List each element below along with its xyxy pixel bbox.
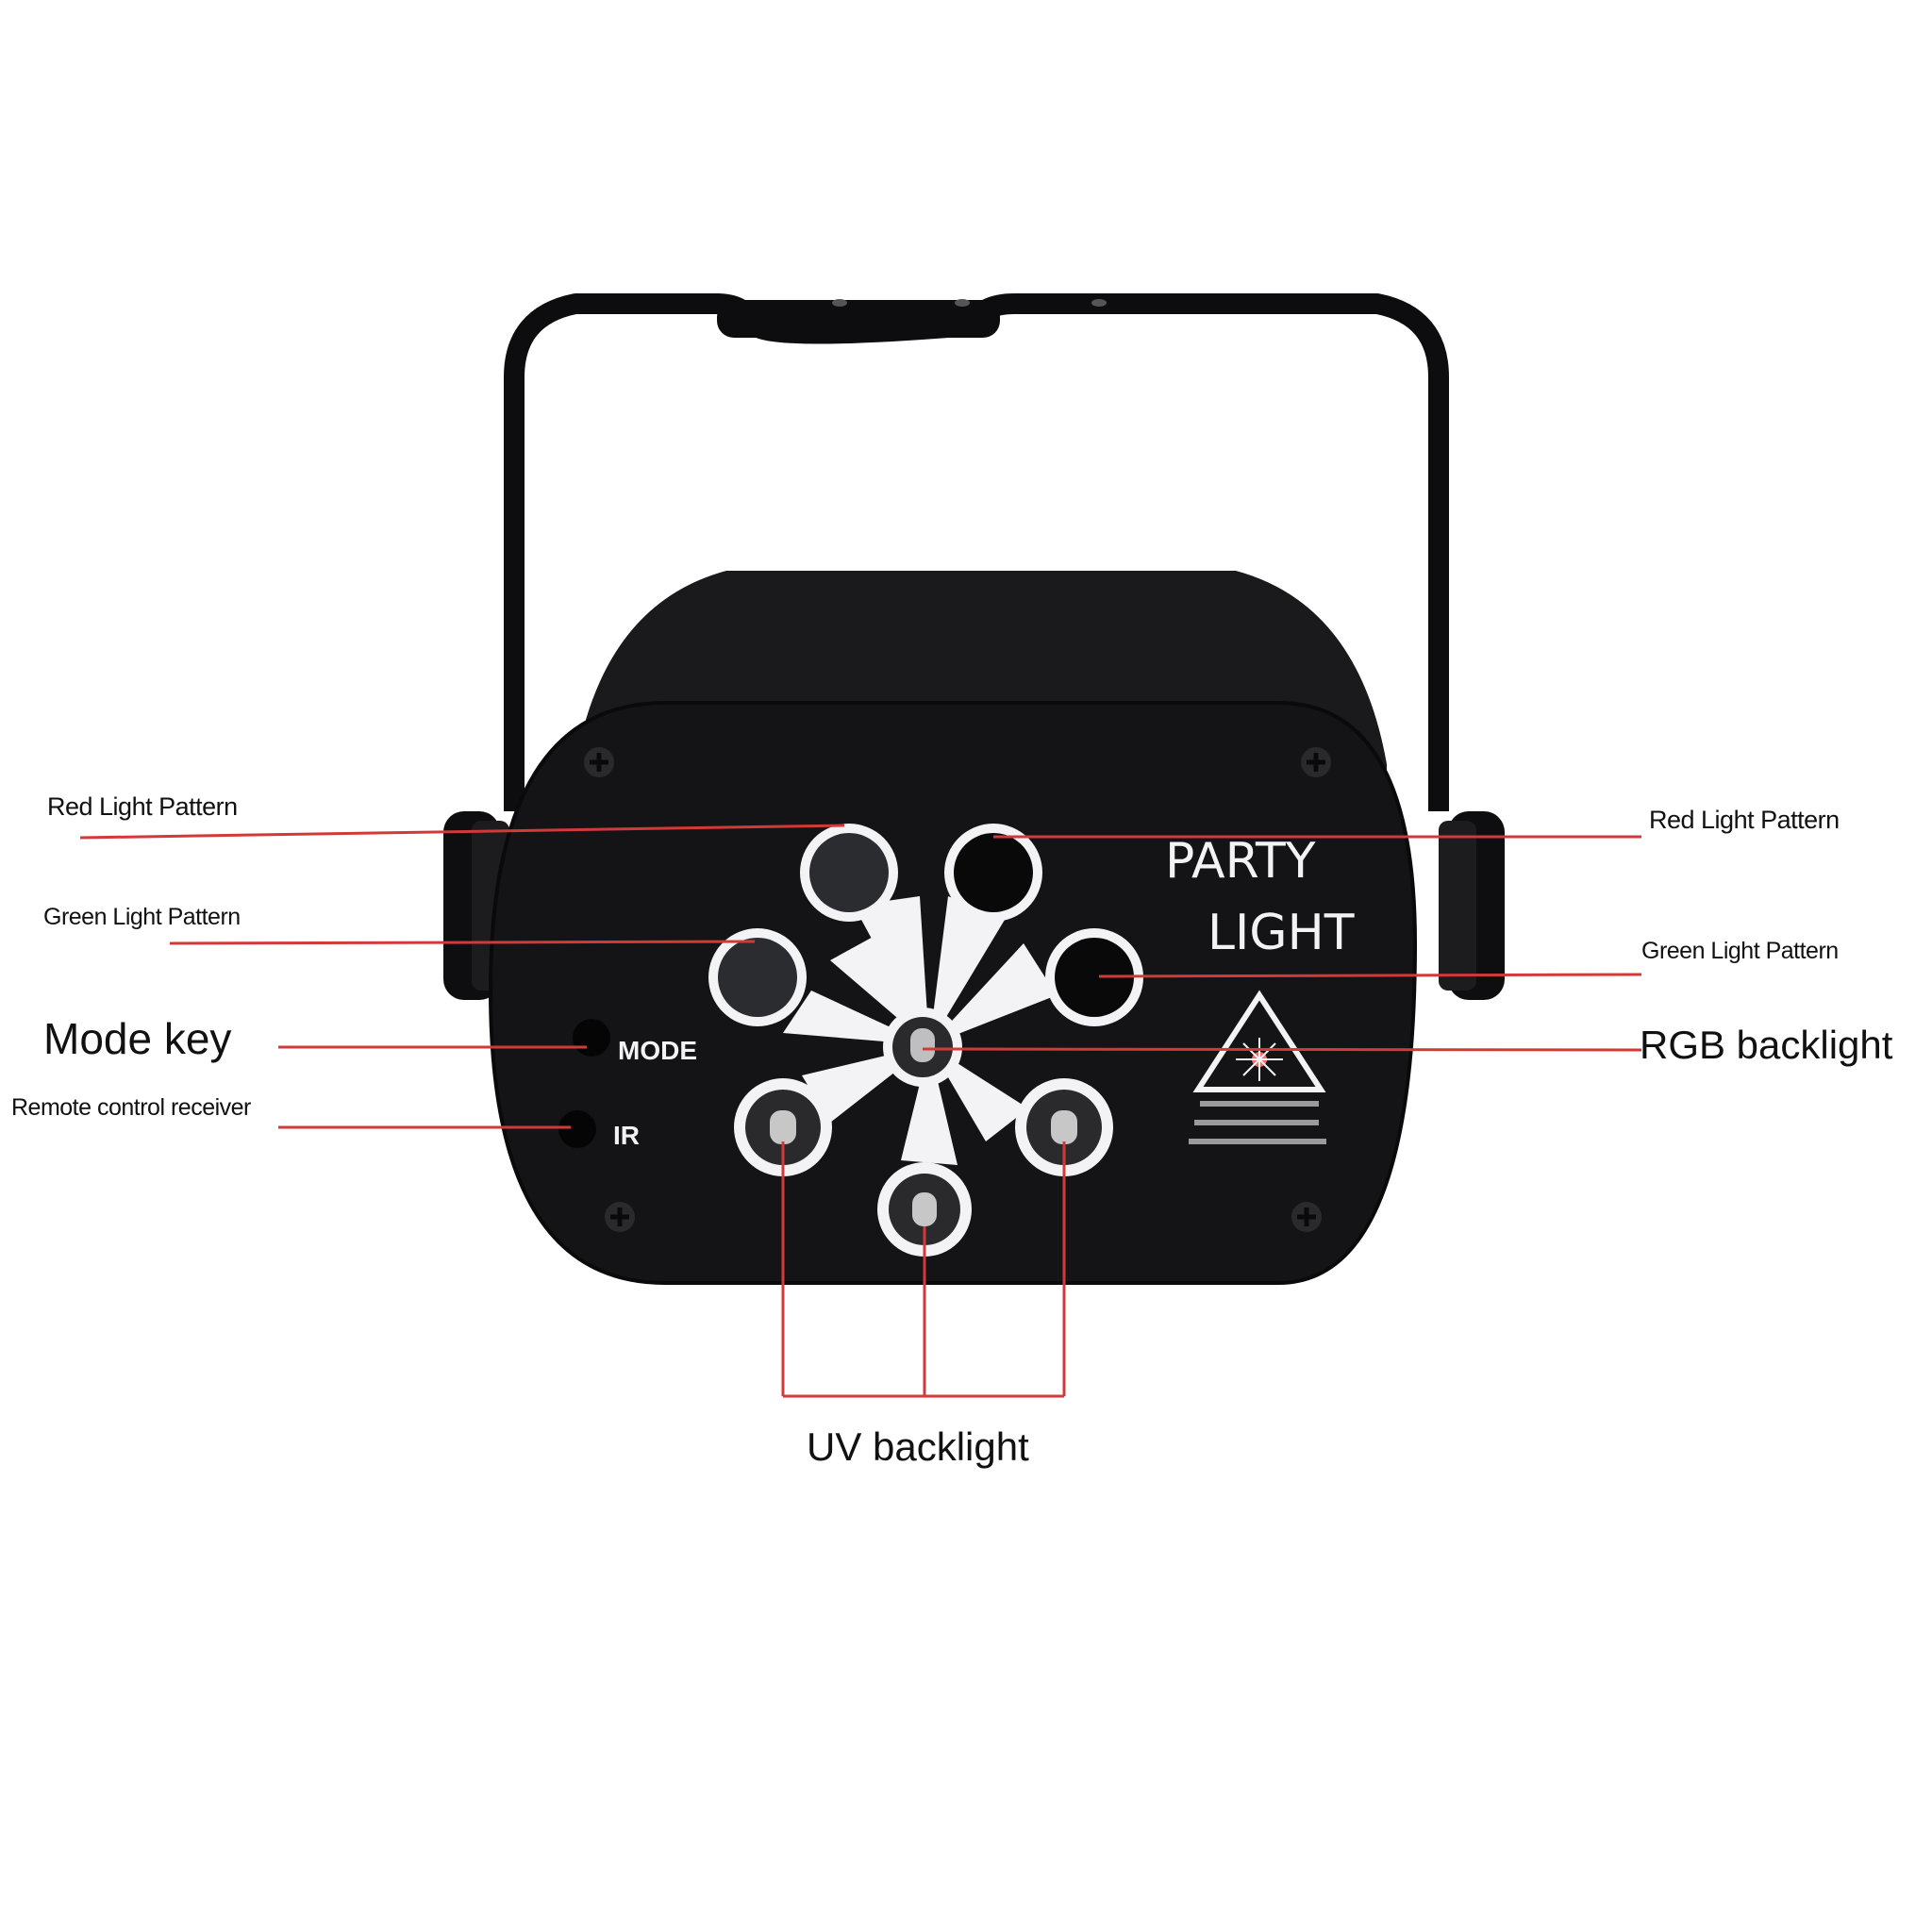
ir-text: IR — [613, 1121, 640, 1150]
laser-lens-top-right — [944, 824, 1042, 922]
label-green-light-pattern-left: Green Light Pattern — [43, 904, 241, 930]
rgb-led — [883, 1008, 962, 1087]
screw-icon — [584, 747, 1331, 1232]
laser-lens-mid-left — [708, 928, 807, 1026]
brand-line-2: LIGHT — [1208, 905, 1355, 961]
label-green-light-pattern-right: Green Light Pattern — [1641, 938, 1839, 964]
label-uv-backlight: UV backlight — [807, 1424, 1029, 1469]
laser-lens-mid-right — [1045, 928, 1143, 1026]
mode-text: MODE — [618, 1036, 697, 1065]
laser-warning-icon — [1189, 990, 1326, 1144]
label-red-light-pattern-right: Red Light Pattern — [1649, 806, 1840, 834]
label-remote-control-receiver: Remote control receiver — [11, 1094, 251, 1121]
laser-lens-top-left — [800, 824, 898, 922]
label-mode-key: Mode key — [43, 1014, 232, 1063]
uv-led-left — [734, 1078, 832, 1176]
right-knob — [1439, 811, 1505, 1000]
ir-receiver — [558, 1110, 596, 1148]
label-red-light-pattern-left: Red Light Pattern — [47, 792, 238, 821]
mode-button[interactable] — [573, 1019, 610, 1057]
leader-lines — [79, 824, 1642, 1398]
label-rgb-backlight: RGB backlight — [1640, 1023, 1893, 1067]
brand-line-1: PARTY — [1165, 833, 1316, 890]
uv-led-right — [1015, 1078, 1113, 1176]
mounting-bracket — [504, 293, 1449, 811]
uv-led-center — [877, 1162, 972, 1257]
